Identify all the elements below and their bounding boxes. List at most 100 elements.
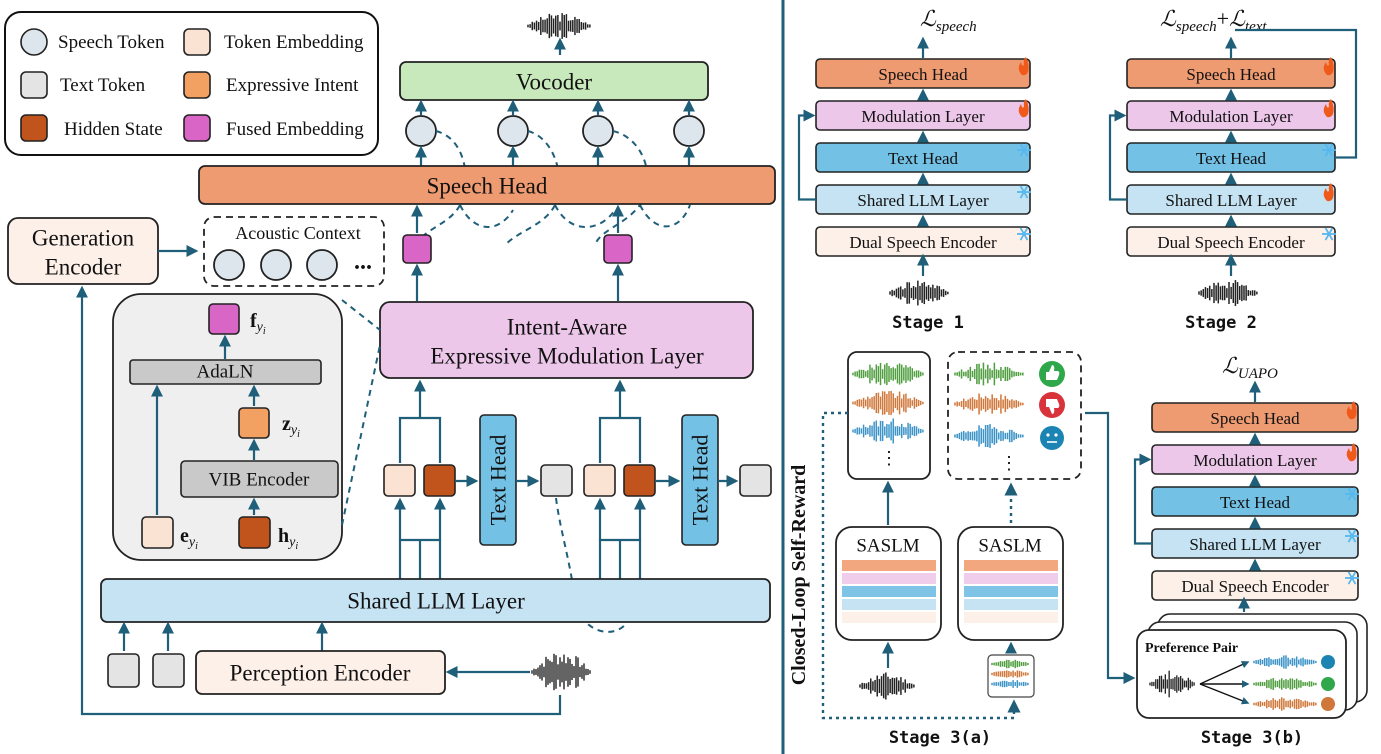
hidden-state xyxy=(623,464,656,497)
preference-pair-cards: Preference Pair xyxy=(1136,613,1368,719)
modulation-line1: Intent-Aware xyxy=(507,315,628,340)
generated-samples xyxy=(852,362,924,444)
autoregressive-connections xyxy=(417,130,691,246)
fire-icon xyxy=(1346,443,1357,462)
stage1-caption: Stage 1 xyxy=(892,313,964,333)
snowflake-icon xyxy=(1017,227,1031,241)
fused-embedding xyxy=(603,234,633,264)
text-token xyxy=(540,464,573,497)
snowflake-icon xyxy=(1017,185,1031,199)
legend-text-token-icon xyxy=(20,71,48,99)
stage1-loss: ℒspeech xyxy=(920,6,977,35)
token-embedding xyxy=(583,464,616,497)
stage2-caption: Stage 2 xyxy=(1185,313,1257,333)
legend-hidden-state-icon xyxy=(20,114,48,142)
modulation-line2: Expressive Modulation Layer xyxy=(430,344,704,369)
vib-encoder-label: VIB Encoder xyxy=(209,470,310,491)
token-group-1: Text Head xyxy=(383,379,573,580)
stage-layer-box xyxy=(1151,486,1359,517)
speech-head-label: Speech Head xyxy=(427,174,548,199)
inset-expressive-intent xyxy=(238,407,270,439)
stage-layer-label: Modulation Layer xyxy=(1193,451,1317,470)
thumbs-down-glyph xyxy=(1046,399,1060,414)
stage3b-caption: Stage 3(b) xyxy=(1201,728,1303,748)
output-waveform xyxy=(527,13,591,39)
context-token xyxy=(306,249,338,281)
stage-layer-label: Text Head xyxy=(1220,493,1291,512)
modulation-layer-box xyxy=(379,301,754,379)
stage-layer-label: Shared LLM Layer xyxy=(857,191,989,210)
inset-h-label: hyi xyxy=(278,525,298,552)
saslm-left: SASLM xyxy=(835,526,942,641)
generated-samples-box xyxy=(847,351,931,480)
inset-f-label: fyi xyxy=(250,310,266,337)
legend-token-embedding: Token Embedding xyxy=(224,32,364,53)
snowflake-icon xyxy=(1017,143,1031,157)
neutral-face-icon xyxy=(1321,655,1335,669)
legend-speech-token: Speech Token xyxy=(58,32,165,53)
token-group-2: Text Head xyxy=(583,379,772,580)
adaln-label: AdaLN xyxy=(197,362,254,383)
legend-fused-embedding: Fused Embedding xyxy=(226,119,364,140)
snowflake-icon xyxy=(1345,571,1359,585)
stage-layer-label: Shared LLM Layer xyxy=(1189,535,1321,554)
legend-fused-embedding-icon xyxy=(183,114,211,142)
stage-layer-box xyxy=(1126,58,1336,89)
stage-layer-label: Dual Speech Encoder xyxy=(1157,233,1305,252)
legend-speech-token-icon xyxy=(20,28,48,56)
inset-hidden-state xyxy=(238,516,271,549)
saslm-right: SASLM xyxy=(957,526,1064,641)
speech-token xyxy=(497,115,529,147)
stage-layer-label: Speech Head xyxy=(1210,409,1300,428)
stage-layer-label: Speech Head xyxy=(1186,65,1276,84)
stage-layer-label: Speech Head xyxy=(878,65,968,84)
legend-token-embedding-icon xyxy=(183,28,211,56)
rewarded-samples xyxy=(954,362,1024,448)
stage3b-loss: ℒUAPO xyxy=(1222,353,1278,382)
fire-icon xyxy=(1323,57,1334,76)
fused-embedding xyxy=(402,234,432,264)
thumbs-down-icon xyxy=(1321,697,1335,711)
adaln-box xyxy=(129,359,322,385)
stage-layer-label: Text Head xyxy=(888,149,959,168)
stage-layer-label: Text Head xyxy=(1196,149,1267,168)
rewarded-dots: ⋮ xyxy=(1000,453,1018,473)
token-embedding xyxy=(383,464,416,497)
samples-dots: ⋮ xyxy=(880,448,898,468)
text-head-label: Text Head xyxy=(486,435,511,526)
shared-llm-box xyxy=(100,578,771,623)
generation-encoder-line1: Generation xyxy=(32,226,135,251)
stage-layer-label: Modulation Layer xyxy=(861,107,985,126)
stage-layer-label: Shared LLM Layer xyxy=(1165,191,1297,210)
stage3a-input-waveform xyxy=(859,672,915,700)
stage-layer-box xyxy=(1151,444,1359,475)
thumbs-up-icon xyxy=(1321,677,1335,691)
inset-token-embedding xyxy=(141,516,174,549)
saslm-label: SASLM xyxy=(978,536,1041,557)
to-preference-arrow xyxy=(1085,411,1136,685)
legend-text-token: Text Token xyxy=(60,75,146,96)
closed-loop-path xyxy=(821,411,1021,720)
speech-token-row xyxy=(405,115,705,147)
snowflake-icon xyxy=(1322,143,1336,157)
shared-llm-label: Shared LLM Layer xyxy=(347,589,525,614)
legend-hidden-state: Hidden State xyxy=(64,119,163,140)
neutral-face-icon xyxy=(1040,426,1064,450)
inset-fused-embedding xyxy=(208,303,240,335)
stage-layer-box xyxy=(815,100,1031,131)
text-token xyxy=(739,464,772,497)
acoustic-context-label: Acoustic Context xyxy=(235,223,360,243)
text-token-input xyxy=(107,653,140,688)
vocoder-box xyxy=(399,61,709,101)
perception-encoder-label: Perception Encoder xyxy=(230,661,411,686)
stage-layer-label: Modulation Layer xyxy=(1169,107,1293,126)
legend: Speech Token Token Embedding Text Token … xyxy=(4,11,379,156)
stage-layer-label: Dual Speech Encoder xyxy=(849,233,997,252)
speech-token xyxy=(673,115,705,147)
stage3a-caption: Stage 3(a) xyxy=(889,728,991,748)
saslm-label: SASLM xyxy=(856,536,919,557)
